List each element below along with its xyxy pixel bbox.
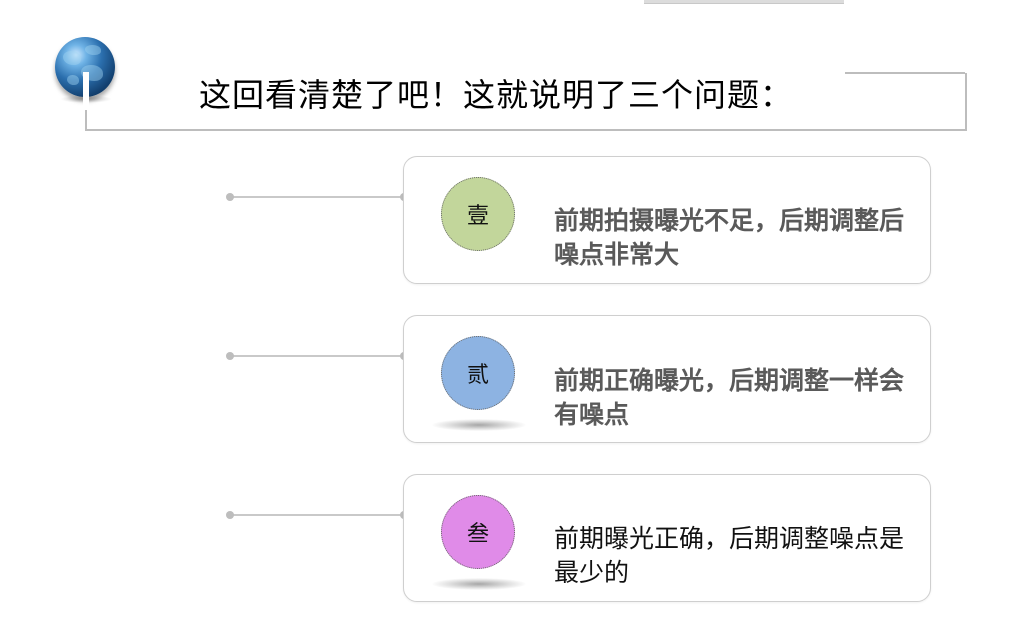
point-item-3: 叁 前期曝光正确，后期调整噪点是最少的 [0,474,1024,604]
point-text: 前期拍摄曝光不足，后期调整后噪点非常大 [554,206,905,269]
top-tab-edge [644,0,844,4]
point-number-badge: 叁 [441,495,515,569]
connector-dot [226,193,234,201]
badge-shadow [432,578,526,590]
connector-dot [226,511,234,519]
point-number-badge: 壹 [441,177,515,251]
point-text: 前期正确曝光，后期调整一样会有噪点 [554,366,905,429]
slide-title: 这回看清楚了吧！这就说明了三个问题： [199,76,794,114]
connector-line [229,514,405,516]
point-card [403,474,931,602]
point-text: 前期曝光正确，后期调整噪点是最少的 [554,524,905,587]
point-item-1: 壹 前期拍摄曝光不足，后期调整后噪点非常大 [0,156,1024,286]
connector-dot [226,352,234,360]
connector-line [229,196,405,198]
title-frame-top-edge [845,72,965,74]
point-item-2: 贰 前期正确曝光，后期调整一样会有噪点 [0,315,1024,445]
badge-shadow [432,419,526,431]
connector-line [229,355,405,357]
point-number-badge: 贰 [441,336,515,410]
